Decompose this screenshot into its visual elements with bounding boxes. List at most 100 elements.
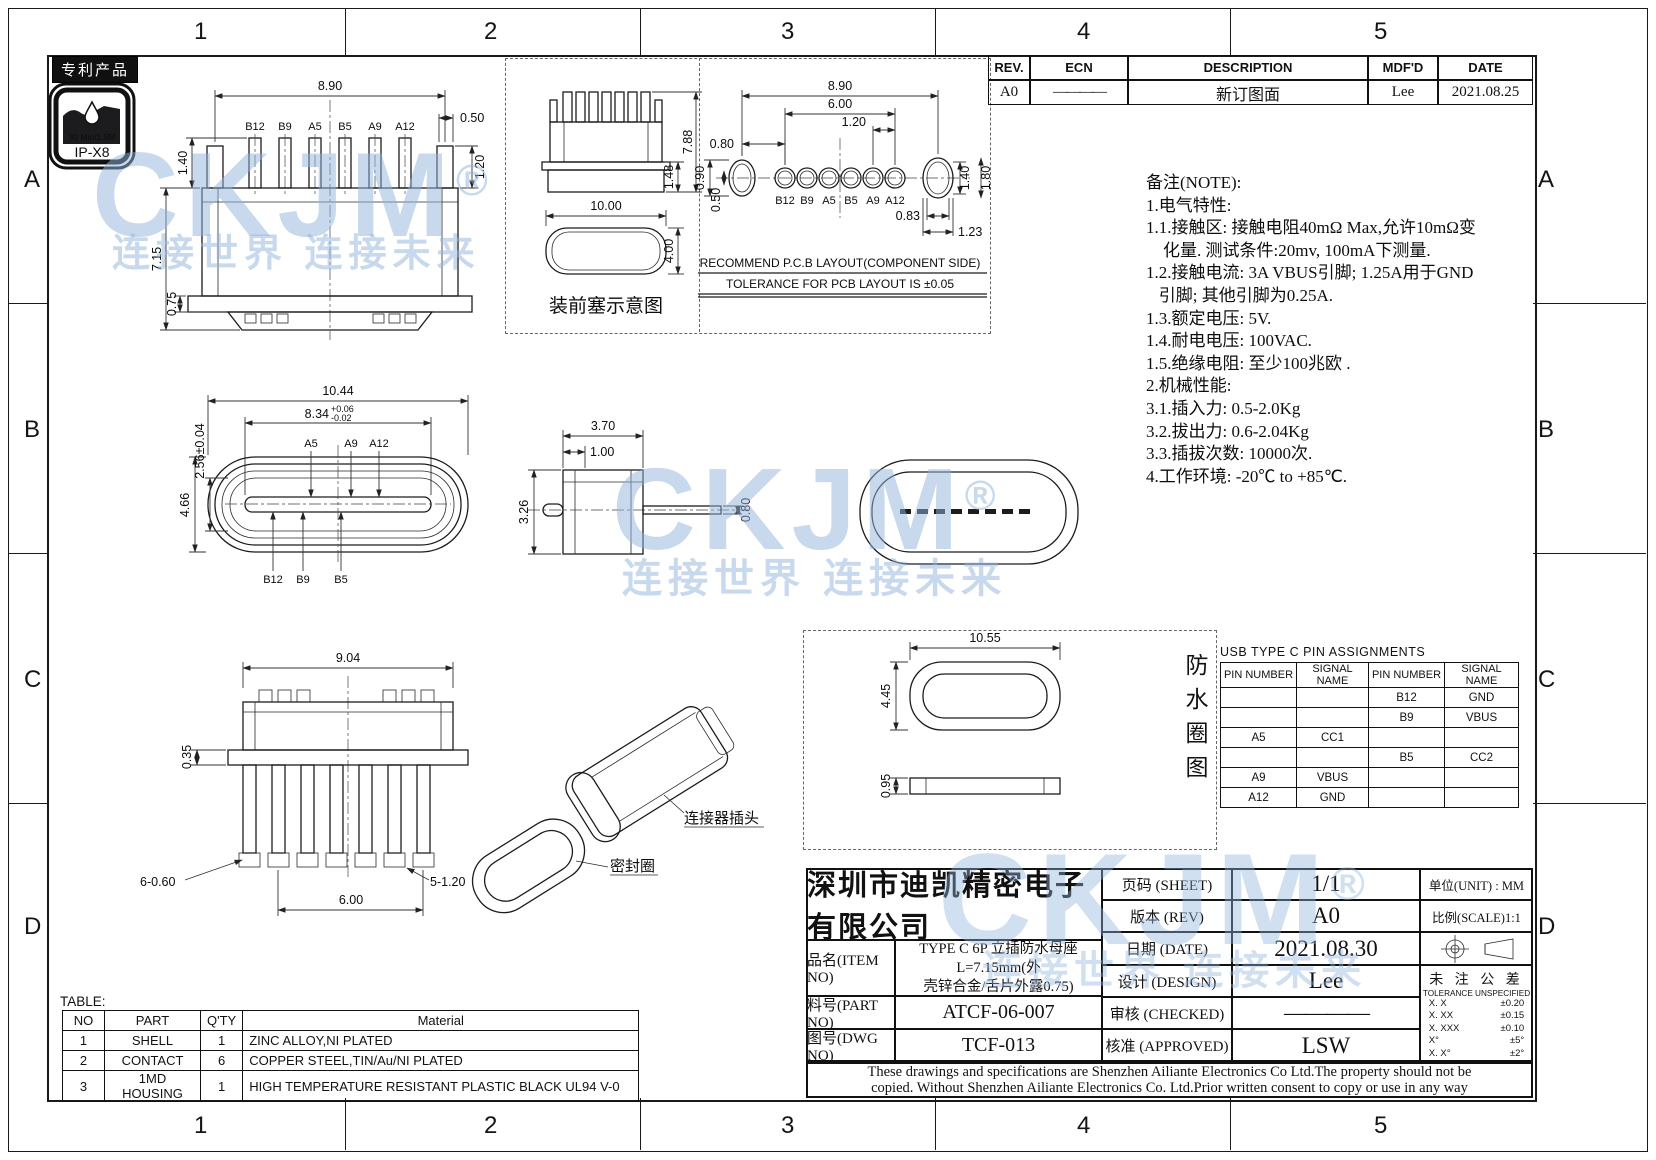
pin-label: B5: [844, 195, 857, 207]
design-value: Lee: [1232, 965, 1420, 997]
zone-col-5-bottom: 5: [1374, 1112, 1388, 1139]
pin-label: B5: [338, 121, 351, 133]
note-line: 1.4.耐电电压: 100VAC.: [1146, 331, 1312, 351]
pre-plug-caption: 装前塞示意图: [549, 295, 663, 317]
dim-span: 6.00: [828, 97, 852, 111]
note-line: 1.3.额定电压: 5V.: [1146, 308, 1272, 328]
dim-hole-w: 0.50: [709, 188, 723, 212]
zone-col-1-bottom: 1: [194, 1112, 208, 1139]
dim-w: 10.00: [590, 199, 621, 213]
zone-col-5-top: 5: [1374, 18, 1388, 45]
pin-table-cell: VBUS: [1444, 707, 1519, 728]
pin-table-cell: [1296, 747, 1369, 768]
contact-section-drawing: 3.70 1.00 3.26 0.80: [517, 419, 753, 555]
pin-table-cell: B12: [1368, 687, 1445, 708]
dim-w: 8.90: [828, 79, 852, 93]
material-cell: 1: [62, 1030, 105, 1051]
material-cell: CONTACT: [104, 1050, 201, 1071]
table-row: B5 CC2: [1220, 747, 1519, 768]
material-cell: 2: [62, 1050, 105, 1071]
pcb-note-title: RECOMMEND P.C.B LAYOUT(COMPONENT SIDE): [700, 256, 981, 270]
dim-hole-h: 0.90: [693, 166, 707, 190]
item-value: TYPE C 6P 立插防水母座L=7.15mm(外 壳锌合金/舌片外露0.75…: [895, 940, 1102, 996]
material-cell: 3: [62, 1070, 105, 1102]
zone-col-1-top: 1: [194, 18, 208, 45]
note-line: 2.机械性能:: [1146, 376, 1232, 396]
pin-label: A12: [885, 195, 905, 207]
assembly-3d-drawing: 连接器插头 密封圈: [471, 706, 764, 914]
pin-label: A9: [866, 195, 879, 207]
mdfd-value: Lee: [1368, 80, 1438, 105]
zone-col-4-bottom: 4: [1077, 1112, 1091, 1139]
date-label: 日期 (DATE): [1102, 932, 1232, 965]
pin-table-cell: CC2: [1444, 747, 1519, 768]
dim-h1: 1.48: [662, 165, 676, 189]
dim-w: 9.04: [336, 651, 360, 665]
table-row: B9 VBUS: [1220, 707, 1519, 728]
zone-col-4-top: 4: [1077, 18, 1091, 45]
dashed-divider: [699, 58, 700, 332]
dim-h: 3.26: [517, 500, 531, 524]
material-cell: HIGH TEMPERATURE RESISTANT PLASTIC BLACK…: [242, 1070, 640, 1102]
tolerance-block: 未 注 公 差 TOLERANCE UNSPECIFIED X. X±0.20 …: [1420, 965, 1533, 1062]
pre-plug-view-drawing: 1.48 7.88 10.00 4.00 装前塞示意图: [541, 91, 702, 317]
dim-offset: 0.80: [710, 137, 734, 151]
note-line: 3.1.插入力: 0.5-2.0Kg: [1146, 398, 1301, 418]
pin-table-cell: GND: [1444, 687, 1519, 708]
waterproof-ring-dashed-box: [803, 630, 1217, 850]
dim-w: 3.70: [591, 419, 615, 433]
dim-123: 1.23: [958, 225, 982, 239]
inner-border: [47, 55, 1537, 1102]
material-table: NO PART Q'TY Material 1 SHELL 1 ZINC ALL…: [62, 1010, 640, 1102]
bottom-view-drawing: 9.04 0.35 6-0.60 6.00 5-1.20: [140, 651, 469, 916]
dim-h: 4.00: [662, 239, 676, 263]
pin-label: A9: [368, 121, 381, 133]
tolerance-subtitle: TOLERANCE UNSPECIFIED: [1422, 988, 1531, 998]
design-label: 设计 (DESIGN): [1102, 965, 1232, 997]
pin-table-header: SIGNAL NAME: [1444, 662, 1519, 688]
pin-table-cell: [1368, 727, 1445, 748]
dim-tongue-w: 8.34: [305, 407, 329, 421]
zone-row-a-right: A: [1538, 166, 1555, 193]
pin-table-cell: VBUS: [1296, 767, 1369, 788]
pin-table-cell: [1444, 787, 1519, 808]
checked-value: ————: [1232, 997, 1420, 1029]
revision-table: REV. ECN DESCRIPTION MDF'D DATE A0 ———— …: [988, 55, 1533, 105]
rev-label: 版本 (REV): [1102, 900, 1232, 932]
pin-table-title: USB TYPE C PIN ASSIGNMENTS: [1220, 645, 1426, 659]
date-header: DATE: [1438, 55, 1533, 80]
dim-outer-h: 4.66: [178, 493, 192, 517]
pin-table-cell: [1444, 727, 1519, 748]
dim-outer-w: 10.44: [322, 384, 353, 398]
pin-label: B9: [800, 195, 813, 207]
item-label: 品名(ITEM NO): [806, 940, 895, 996]
zone-col-3-bottom: 3: [781, 1112, 795, 1139]
dim-tip: 1.00: [590, 445, 614, 459]
zone-row-b-right: B: [1538, 416, 1555, 443]
table-row: 1 SHELL 1 ZINC ALLOY,NI PLATED: [62, 1030, 640, 1051]
checked-label: 审核 (CHECKED): [1102, 997, 1232, 1029]
zone-col-2-top: 2: [484, 18, 498, 45]
zone-row-b-left: B: [24, 416, 41, 443]
pin-table-cell: [1296, 707, 1369, 728]
zone-col-2-bottom: 2: [484, 1112, 498, 1139]
dim-span: 6.00: [339, 893, 363, 907]
plug-label: 连接器插头: [684, 810, 759, 827]
pin-label: B12: [775, 195, 795, 207]
date-value: 2021.08.30: [1232, 932, 1420, 965]
dim-t: 0.80: [739, 498, 753, 522]
zone-row-d-right: D: [1538, 913, 1556, 940]
front-view-drawing: B12 B9 A5 B5 A9 A12 8.90 0.50 1.40 1.20 …: [150, 79, 487, 340]
dim-h2: 7.88: [681, 130, 695, 154]
dim-t: 0.35: [180, 745, 194, 769]
part-number: ATCF-06-007: [895, 996, 1102, 1029]
pin-label: A5: [308, 121, 321, 133]
pin-table-header: SIGNAL NAME: [1296, 662, 1369, 688]
pin-table-header: PIN NUMBER: [1368, 662, 1445, 688]
dim-w: 10.55: [969, 631, 1000, 645]
date-value: 2021.08.25: [1438, 80, 1533, 105]
ip-duration-label: 30 Min/1.5M: [69, 132, 116, 142]
table-row: A12 GND: [1220, 787, 1519, 808]
part-label: 料号(PART NO): [806, 996, 895, 1031]
note-line: 1.5.绝缘电阻: 至少100兆欧 .: [1146, 353, 1351, 373]
